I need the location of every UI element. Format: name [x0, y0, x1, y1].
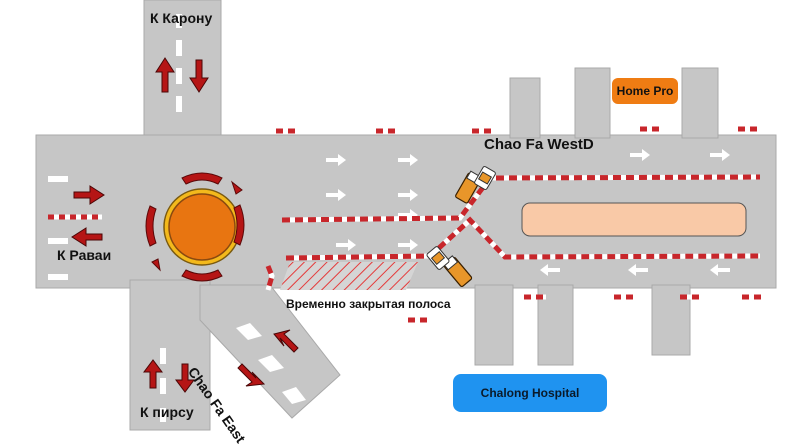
- side-street-s1: [474, 284, 514, 366]
- arrow-up: [155, 57, 175, 93]
- label-to-karon: К Карону: [150, 10, 213, 26]
- arrow-diag-out: [273, 329, 299, 353]
- lane-arrow: [398, 239, 418, 251]
- roundabout-arrow: [233, 204, 245, 246]
- lane-arrow: [398, 154, 418, 166]
- lane-arrow: [710, 264, 730, 276]
- median-island: [521, 202, 747, 237]
- lane-arrow: [540, 264, 560, 276]
- arrow-up: [143, 359, 163, 389]
- roundabout-arrow: [181, 269, 223, 282]
- closed-lane-hatch: [280, 262, 418, 290]
- lane-arrow: [326, 189, 346, 201]
- place-home-pro: Home Pro: [612, 78, 678, 104]
- traffic-trucks: [426, 166, 496, 288]
- roundabout-arrow: [151, 258, 161, 272]
- median-barrier-lower: [285, 216, 761, 261]
- lane-markings: [48, 14, 306, 422]
- label-closed-lane: Временно закрытая полоса: [286, 297, 451, 311]
- lane-arrow: [628, 264, 648, 276]
- roundabout-arrow: [145, 205, 157, 247]
- roundabout: [145, 172, 245, 282]
- label-to-pier: К пирсу: [140, 404, 194, 420]
- road-chao-fa-east: [199, 284, 341, 419]
- red-direction-arrows: [71, 57, 299, 393]
- roundabout-arrow: [230, 180, 243, 195]
- side-street-n1: [509, 77, 541, 139]
- barriers: [48, 126, 764, 323]
- label-chao-fa-west: Chao Fa WestD: [484, 136, 594, 153]
- lane-arrow: [336, 239, 356, 251]
- home-pro-label: Home Pro: [616, 84, 674, 98]
- place-chalong-hospital: Chalong Hospital: [453, 374, 607, 412]
- barrier-closed-lane: [265, 265, 275, 291]
- lane-arrow: [398, 189, 418, 201]
- arrow-diag-in: [237, 363, 266, 387]
- side-street-n3: [681, 67, 719, 139]
- lane-arrow: [326, 154, 346, 166]
- lane-arrow: [710, 149, 730, 161]
- chalong-hospital-label: Chalong Hospital: [480, 386, 580, 400]
- arrow-right: [73, 185, 105, 205]
- side-street-n2: [574, 67, 611, 139]
- roundabout-arrow: [181, 172, 223, 185]
- arrow-down: [175, 363, 195, 393]
- arrow-down: [189, 59, 209, 93]
- lane-arrow: [630, 149, 650, 161]
- white-lane-arrows: [326, 149, 730, 276]
- label-to-rawai: К Раваи: [57, 247, 112, 263]
- road-south: [129, 279, 211, 431]
- road-map: [35, 0, 777, 431]
- arrow-left: [71, 227, 103, 247]
